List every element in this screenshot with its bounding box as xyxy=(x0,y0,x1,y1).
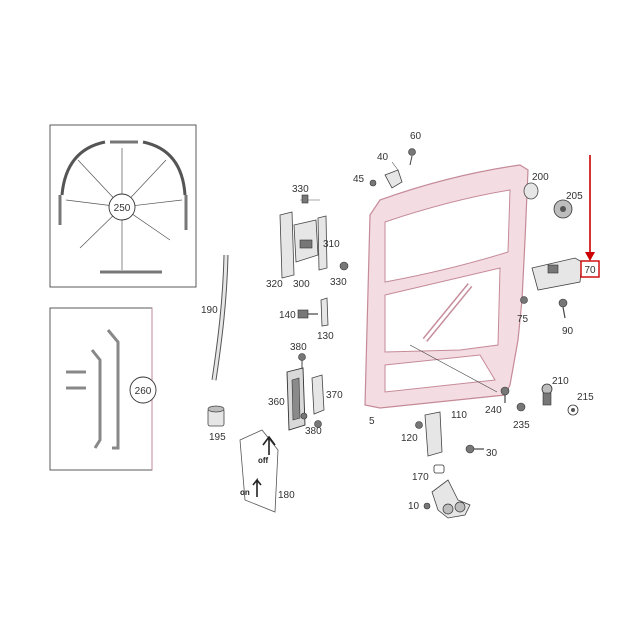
roller-arm-10: 10 xyxy=(408,479,471,519)
callout-5: 5 xyxy=(369,416,375,427)
bolts-210-215: 210 215 xyxy=(541,376,594,416)
handle-assembly: 330 310 320 300 330 xyxy=(266,184,349,290)
callout-210: 210 xyxy=(552,376,569,387)
sticker-on-text: on xyxy=(240,488,250,497)
door-panel-5: 5 xyxy=(364,164,529,427)
roller-200-205: 200 205 xyxy=(523,172,583,219)
callout-30: 30 xyxy=(486,448,498,459)
callout-195: 195 xyxy=(209,432,226,443)
callout-75: 75 xyxy=(517,314,529,325)
callout-360: 360 xyxy=(268,397,285,408)
callout-70: 70 xyxy=(584,265,596,276)
callout-140: 140 xyxy=(279,310,296,321)
sticker-off-text: off xyxy=(258,456,269,465)
bolts-235-240: 240 235 xyxy=(485,386,530,431)
bracket-40-45-60: 60 40 45 xyxy=(353,131,422,189)
clip-130: 130 xyxy=(317,297,334,342)
callout-200: 200 xyxy=(532,172,549,183)
callout-310: 310 xyxy=(323,239,340,250)
callout-120: 120 xyxy=(401,433,418,444)
callout-60: 60 xyxy=(410,131,422,142)
callout-110: 110 xyxy=(451,410,467,421)
sticker-180: off on 180 xyxy=(239,429,295,513)
callout-330-top: 330 xyxy=(292,184,309,195)
callout-190: 190 xyxy=(201,305,218,316)
callout-45: 45 xyxy=(353,174,365,185)
callout-40: 40 xyxy=(377,152,389,163)
inset-260: 260 xyxy=(49,307,157,471)
hinge-70: 75 90 xyxy=(517,257,583,337)
callout-circle-260 xyxy=(129,376,157,404)
callout-215: 215 xyxy=(577,392,594,403)
callout-130: 130 xyxy=(317,331,334,342)
inset-250: 250 xyxy=(49,124,197,288)
callout-320: 320 xyxy=(266,279,283,290)
callout-240: 240 xyxy=(485,405,502,416)
highlight-callout-70: 70 xyxy=(580,155,600,278)
callout-300: 300 xyxy=(293,279,310,290)
callout-90: 90 xyxy=(562,326,574,337)
callout-250: 250 xyxy=(114,203,131,214)
callout-205: 205 xyxy=(566,191,583,202)
handle-assembly-lower: 380 360 370 380 xyxy=(268,342,343,437)
callout-260: 260 xyxy=(135,386,152,397)
callout-330-bottom: 330 xyxy=(330,277,347,288)
roller-195: 195 xyxy=(207,405,226,443)
callout-370: 370 xyxy=(326,390,343,401)
callout-380-bottom: 380 xyxy=(305,426,322,437)
lower-hinge-110: 110 120 30 170 xyxy=(401,410,498,483)
callout-235: 235 xyxy=(513,420,530,431)
callout-10: 10 xyxy=(408,501,420,512)
callout-170: 170 xyxy=(412,472,429,483)
callout-180: 180 xyxy=(278,490,295,501)
callout-circle-250 xyxy=(108,193,136,221)
callout-380-top: 380 xyxy=(290,342,307,353)
bolt-140: 140 xyxy=(279,309,318,321)
rail-strip-190: 190 xyxy=(201,254,229,381)
